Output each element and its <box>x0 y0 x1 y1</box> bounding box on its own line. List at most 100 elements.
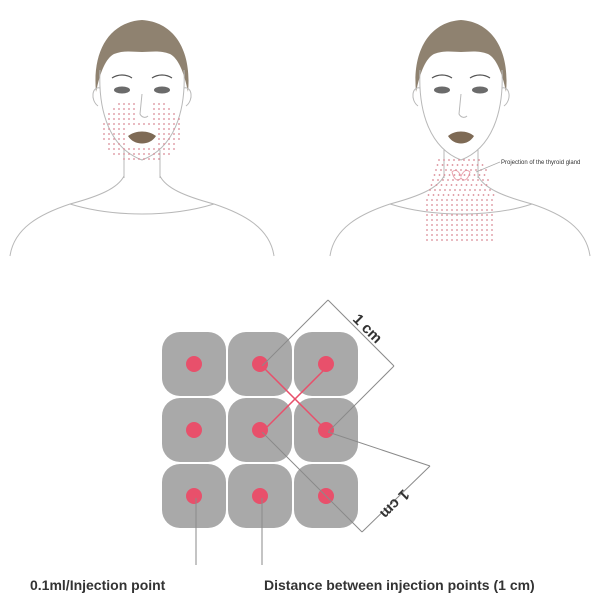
face-dot <box>153 153 155 155</box>
face-dot <box>133 108 135 110</box>
eye-right-shape <box>472 87 488 94</box>
face-dot <box>173 128 175 130</box>
neck-dot <box>466 209 468 211</box>
face-dot <box>148 148 150 150</box>
neck-dot <box>491 234 493 236</box>
neck-dot <box>478 159 480 161</box>
face-dot <box>158 143 160 145</box>
face-dot <box>168 108 170 110</box>
neck-dot <box>451 229 453 231</box>
face-dot <box>103 123 105 125</box>
neck-dot <box>431 209 433 211</box>
neck-dot <box>451 204 453 206</box>
face-dot <box>158 148 160 150</box>
neck-dot <box>458 159 460 161</box>
neck-dot <box>431 224 433 226</box>
neck-dot <box>473 194 475 196</box>
face-dot <box>168 153 170 155</box>
face-dot <box>113 108 115 110</box>
face-dot <box>118 143 120 145</box>
face-dot <box>153 148 155 150</box>
neck-dot <box>435 169 437 171</box>
neck-dot <box>436 204 438 206</box>
neck-dot <box>441 204 443 206</box>
face-dot <box>123 133 125 135</box>
neck-dot <box>476 209 478 211</box>
face-dot <box>113 153 115 155</box>
neck-dot <box>441 199 443 201</box>
injection-zone-neck <box>426 159 494 241</box>
face-dot <box>163 123 165 125</box>
hair-shape <box>95 20 188 92</box>
neck-dot <box>426 229 428 231</box>
neck-dot <box>456 239 458 241</box>
face-dot <box>128 123 130 125</box>
neck-dot <box>426 224 428 226</box>
neck-dot <box>484 189 486 191</box>
face-dot <box>163 113 165 115</box>
neck-dot <box>456 234 458 236</box>
neck-dot <box>486 214 488 216</box>
neck-dot <box>488 194 490 196</box>
neck-dot <box>461 214 463 216</box>
neck-dot <box>466 199 468 201</box>
face-dot <box>173 133 175 135</box>
face-dot <box>108 123 110 125</box>
neck-dot <box>441 229 443 231</box>
neck-dot <box>468 159 470 161</box>
neck-dot <box>456 219 458 221</box>
neck-dot <box>434 174 436 176</box>
neck-dot <box>453 159 455 161</box>
neck-dot <box>441 214 443 216</box>
face-dot <box>138 148 140 150</box>
neck-dot <box>485 169 487 171</box>
face-dot <box>178 123 180 125</box>
face-dot <box>153 103 155 105</box>
neck-dot <box>481 204 483 206</box>
neck-dot <box>451 214 453 216</box>
neck-dot <box>486 199 488 201</box>
neck-dot <box>466 229 468 231</box>
face-dot <box>128 103 130 105</box>
neck-dot <box>461 224 463 226</box>
neck-dot <box>443 194 445 196</box>
face-dot <box>138 153 140 155</box>
neck-dot <box>475 169 477 171</box>
neck-dot <box>426 239 428 241</box>
neck-dot <box>491 239 493 241</box>
neck-dot <box>491 204 493 206</box>
lips-shape <box>448 132 474 144</box>
face-dot <box>118 108 120 110</box>
face-dot <box>123 108 125 110</box>
neck-dot <box>457 179 459 181</box>
injection-zone-face <box>103 103 180 160</box>
neck-dot <box>451 239 453 241</box>
neck-dot <box>464 174 466 176</box>
face-dot <box>148 158 150 160</box>
neck-dot <box>467 179 469 181</box>
neck-dot <box>446 199 448 201</box>
neck-dot <box>459 174 461 176</box>
face-dot <box>108 133 110 135</box>
neck-dot <box>478 194 480 196</box>
neck-dot <box>469 174 471 176</box>
neck-dot <box>491 199 493 201</box>
face-dot <box>178 138 180 140</box>
neck-dot <box>461 209 463 211</box>
face-dot <box>113 123 115 125</box>
neck-dot <box>486 204 488 206</box>
neck-dot <box>431 234 433 236</box>
neck-dot <box>466 219 468 221</box>
injection-point <box>252 488 268 504</box>
face-dot <box>163 118 165 120</box>
neck-dot <box>447 179 449 181</box>
neck-dot <box>441 234 443 236</box>
face-dot <box>153 123 155 125</box>
neck-dot <box>452 164 454 166</box>
injection-point <box>186 356 202 372</box>
neck-dot <box>438 159 440 161</box>
neck-dot <box>471 214 473 216</box>
neck-dot <box>431 219 433 221</box>
face-dot <box>168 143 170 145</box>
face-dot <box>118 123 120 125</box>
